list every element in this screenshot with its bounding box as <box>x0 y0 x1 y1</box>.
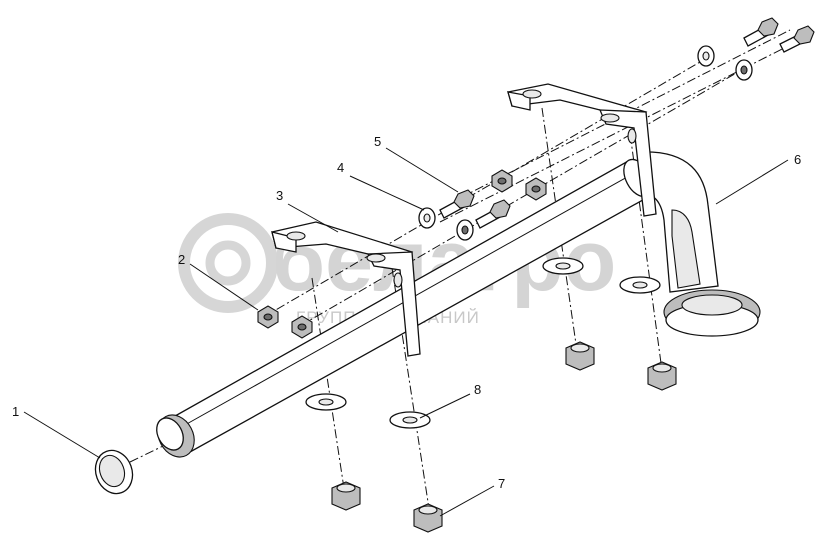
bolts-and-washers-part <box>418 17 815 241</box>
lower-nuts-part <box>331 341 677 533</box>
callout-label-5: 5 <box>374 134 381 149</box>
elbow-intake-part <box>635 151 761 337</box>
callout-label-6: 6 <box>794 152 801 167</box>
callout-label-1: 1 <box>12 404 19 419</box>
callout-label-2: 2 <box>178 252 185 267</box>
bracket-left-part <box>271 221 421 357</box>
tube-nuts-part <box>257 169 547 339</box>
clamp-ring-part <box>94 449 134 495</box>
callout-label-3: 3 <box>276 188 283 203</box>
callout-label-8: 8 <box>474 382 481 397</box>
callout-label-4: 4 <box>337 160 344 175</box>
bracket-right-part <box>507 83 657 217</box>
callout-label-7: 7 <box>498 476 505 491</box>
callouts: 1 2 3 4 5 6 7 8 <box>12 134 801 517</box>
lower-washers-part <box>305 257 661 429</box>
